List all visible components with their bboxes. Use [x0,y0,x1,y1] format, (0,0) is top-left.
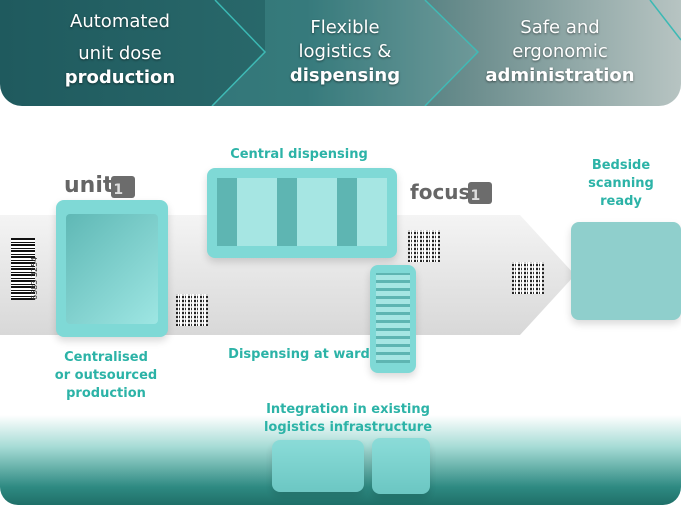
step-dispensing: Flexible logistics & dispensing [265,16,425,88]
datamatrix-code-icon [176,294,208,326]
label-bedside: Bedside scanning ready [576,157,666,211]
label-line: logistics infrastructure [263,420,433,435]
label-central-dispensing: Central dispensing [230,147,368,162]
barcode-icon [11,238,35,300]
logistics-image [372,438,430,494]
step-line: ergonomic [512,41,608,62]
header-banner: Automated unit dose production Flexible … [0,0,681,106]
unit1-machine-image [56,200,168,337]
label-production: Centralised or outsourced production [46,349,166,403]
step-production: Automated unit dose production [30,10,210,90]
datamatrix-code-icon [512,262,544,294]
step-line: Safe and [520,17,600,38]
label-line: ready [600,194,642,209]
step-bold: dispensing [289,65,401,86]
logo-text: unit [64,173,114,198]
label-line: production [66,386,146,401]
logo-text: focus [410,180,471,204]
label-line: Bedside [591,158,651,173]
step-bold: production [64,67,176,88]
label-integration: Integration in existing logistics infras… [248,401,448,437]
chevron-dividers [211,0,681,106]
bedside-scanning-image [571,222,681,320]
label-line: Centralised [64,350,148,365]
step-line: unit dose [78,43,162,64]
logo-digit: 1 [111,176,136,198]
step-line: logistics & [298,41,392,62]
label-line: or outsourced [54,368,158,383]
central-dispensing-image [207,168,397,258]
step-line: Automated [70,11,170,32]
label-dispensing-at-ward: Dispensing at ward [228,347,370,362]
ward-cabinet-image [370,265,416,373]
datamatrix-code-icon [408,230,440,262]
step-bold: administration [485,65,635,86]
barcode-number: 6583 3254 [30,256,39,300]
label-line: Integration in existing [266,402,430,417]
logo-digit: 1 [468,182,493,204]
logistics-image [272,440,364,492]
step-line: Flexible [310,17,380,38]
step-administration: Safe and ergonomic administration [475,16,645,88]
label-line: scanning [588,176,654,191]
